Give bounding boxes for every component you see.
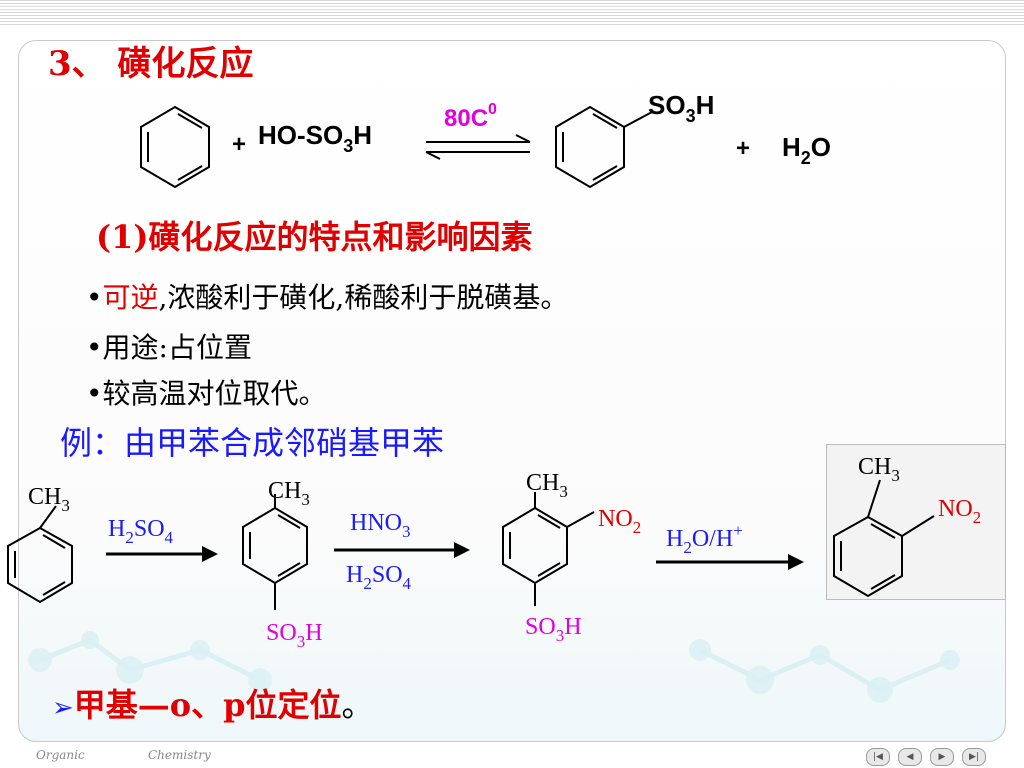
product-methyl-label: CH3 <box>858 454 900 485</box>
bullet-reversible: •可逆,浓酸利于磺化,稀酸利于脱磺基。 <box>86 281 569 314</box>
intermediate1-sulfonic-label: SO3H <box>266 620 323 651</box>
intermediate1-methyl-label: CH3 <box>268 478 310 509</box>
plus-sign-2: + <box>736 135 750 162</box>
benzenesulfonic-acid-ring <box>555 105 653 189</box>
temperature-condition: 80C0 <box>444 101 497 132</box>
section-subtitle: (1)磺化反应的特点和影响因素 <box>96 218 533 256</box>
example-heading: 例：由甲苯合成邻硝基甲苯 <box>60 424 445 462</box>
content-panel <box>18 40 1006 742</box>
o-nitrotoluene-ring <box>833 479 935 598</box>
step1-arrow <box>106 546 218 562</box>
bullet-usage: •用途:占位置 <box>86 331 252 364</box>
step3-reagent: H2O/H+ <box>666 521 743 557</box>
last-slide-button[interactable]: ▶| <box>962 748 986 766</box>
toluene-methyl-label: CH3 <box>28 484 70 515</box>
sulfuric-acid-formula: HO-SO3H <box>258 120 372 156</box>
final-product-box <box>826 444 1006 600</box>
intermediate2-nitro-label: NO2 <box>598 506 641 537</box>
toluene-ring <box>7 505 73 604</box>
benzene-ring <box>140 105 210 189</box>
intermediate2-sulfonic-label: SO3H <box>525 614 582 645</box>
nitro-sulfonic-intermediate-ring <box>502 492 595 606</box>
step1-reagent: H2SO4 <box>108 516 174 547</box>
previous-slide-button[interactable]: ◀ <box>898 748 922 766</box>
synthesis-scheme: CH3 H2SO4 CH3 SO3H HNO3 H2SO4 CH3 NO2 SO… <box>7 454 981 651</box>
molecule-background-decoration <box>28 631 960 703</box>
plus-sign-1: + <box>232 131 246 158</box>
sulfonation-reaction-scheme: + HO-SO3H 80C0 SO3H + H2O <box>140 90 831 189</box>
equilibrium-arrow <box>425 134 531 160</box>
water-formula: H2O <box>782 132 831 168</box>
bullet-temperature: •较高温对位取代。 <box>86 377 327 410</box>
intermediate2-methyl-label: CH3 <box>526 470 568 501</box>
footer-chemistry: Chemistry <box>148 748 211 762</box>
p-toluenesulfonic-acid-ring <box>242 494 308 610</box>
sulfonic-group-label: SO3H <box>648 90 714 126</box>
arrow-bullet-icon: ➢ <box>52 693 74 723</box>
step3-arrow <box>656 554 804 570</box>
step2-reagent-top: HNO3 <box>350 510 411 541</box>
step2-reagent-bottom: H2SO4 <box>346 562 412 593</box>
first-slide-button[interactable]: |◀ <box>866 748 890 766</box>
footer-organic: Organic <box>36 748 85 762</box>
slide-navigation: |◀ ◀ ▶ ▶| <box>866 744 994 766</box>
product-nitro-label: NO2 <box>938 496 981 527</box>
step2-arrow <box>334 542 470 558</box>
slide-title: 3、 磺化反应 <box>48 44 254 84</box>
next-slide-button[interactable]: ▶ <box>930 748 954 766</box>
conclusion-line: ➢甲基—o、p位定位。 <box>52 686 374 724</box>
header-stripes <box>0 0 1024 26</box>
